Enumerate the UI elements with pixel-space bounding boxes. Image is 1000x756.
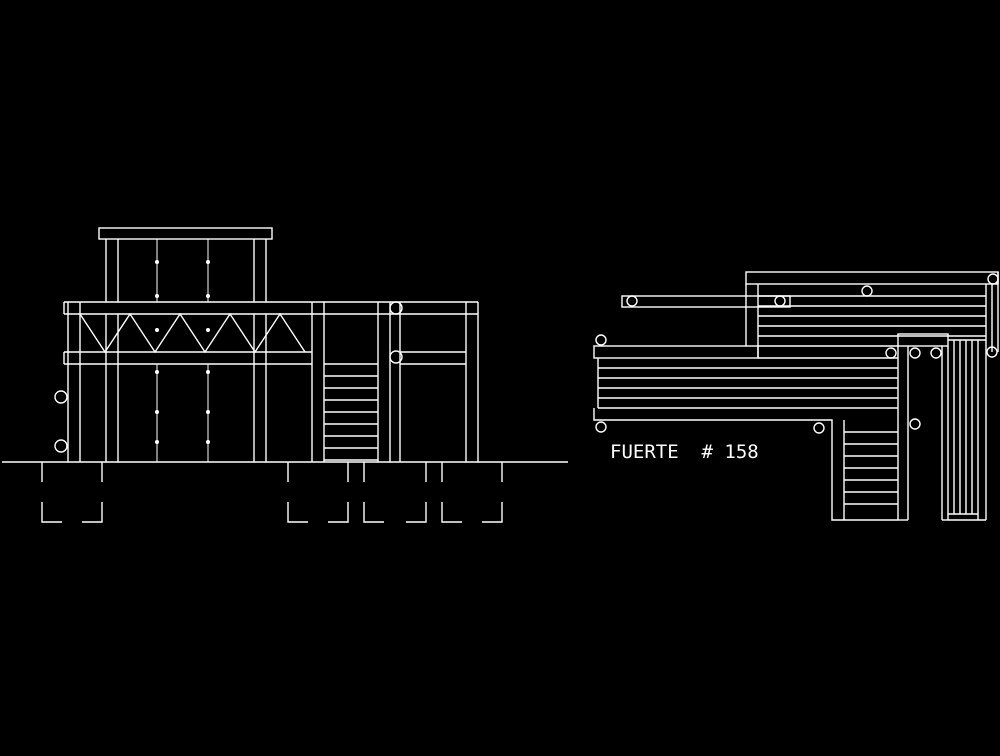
ladder	[324, 363, 378, 461]
plan-ladder	[844, 431, 898, 505]
upper-tower-posts	[105, 239, 267, 302]
plan-view: FUERTE # 158	[593, 271, 999, 521]
right-tower	[844, 272, 999, 521]
foundations	[41, 462, 503, 523]
climb-lines	[156, 239, 209, 462]
elevation-view	[2, 227, 568, 523]
bridge-plank	[621, 295, 791, 308]
main-posts	[67, 302, 479, 462]
plan-bolts	[595, 273, 999, 434]
main-deck-beam	[63, 301, 478, 315]
elevation-bolts	[54, 301, 403, 453]
middle-beam	[63, 351, 466, 365]
truss	[79, 312, 306, 354]
drawing-label: FUERTE # 158	[610, 441, 759, 463]
roof-cap	[98, 227, 273, 240]
lower-deck	[593, 345, 898, 521]
